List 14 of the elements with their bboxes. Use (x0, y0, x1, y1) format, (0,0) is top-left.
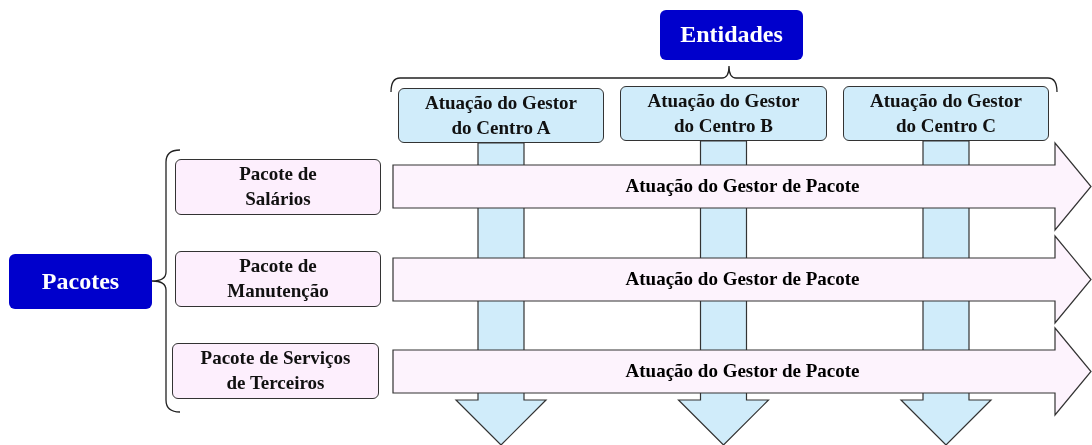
package-box: Pacote de Serviços de Terceiros (172, 343, 379, 399)
down-block-arrow (677, 140, 770, 445)
entity-box: Atuação do Gestor do Centro A (398, 88, 604, 143)
down-block-arrow (454, 142, 548, 445)
package-box: Pacote de Salários (175, 159, 381, 215)
band-label: Atuação do Gestor de Pacote (625, 267, 860, 292)
down-block-arrow (899, 140, 993, 445)
entity-box: Atuação do Gestor do Centro C (843, 86, 1049, 141)
header-box: Entidades (660, 10, 803, 60)
package-box: Pacote de Manutenção (175, 251, 381, 307)
entity-box: Atuação do Gestor do Centro B (620, 86, 827, 141)
band-label: Atuação do Gestor de Pacote (625, 174, 860, 199)
header-box: Pacotes (9, 254, 152, 309)
band-label: Atuação do Gestor de Pacote (625, 359, 860, 384)
